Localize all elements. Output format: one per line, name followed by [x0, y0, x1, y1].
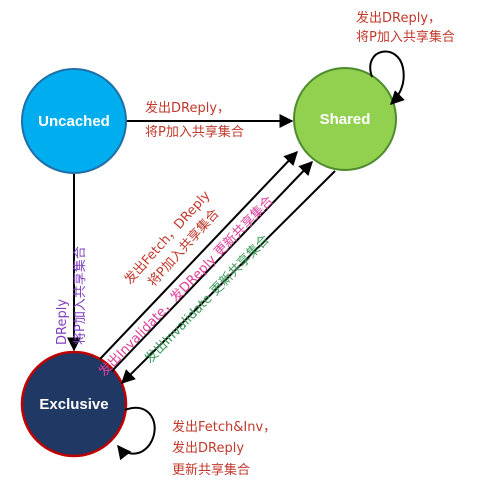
- state-uncached-circle: [21, 68, 127, 174]
- state-shared-label: Shared: [320, 111, 371, 128]
- edge-shared-to-exclusive-lower: [121, 170, 336, 384]
- edge-exclusive-to-shared-upper: [99, 150, 298, 360]
- edge-shared-self-loop: [369, 50, 405, 105]
- edge-uncached-to-shared-label-1: 发出DReply，: [145, 100, 230, 116]
- edge-exclusive-self-label-3: 更新共享集合: [172, 462, 250, 478]
- edge-uncached-to-exclusive-label-2: 将P加入共享集合: [72, 246, 88, 345]
- state-exclusive-label: Exclusive: [39, 396, 108, 413]
- state-uncached-label: Uncached: [38, 113, 110, 130]
- edge-exclusive-self-label-1: 发出Fetch&Inv，: [172, 419, 276, 435]
- edge-exclusive-to-shared-middle: [111, 160, 313, 372]
- state-exclusive-circle: [20, 350, 128, 458]
- edge-shared-self-label-2: 将P加入共享集合: [356, 29, 455, 45]
- state-shared: Shared: [293, 67, 397, 171]
- edge-shared-self-label-1: 发出DReply，: [356, 10, 441, 26]
- state-shared-circle: [293, 67, 397, 171]
- edge-uncached-to-shared-label-2: 将P加入共享集合: [145, 124, 244, 140]
- edge-exclusive-self-label-2: 发出DReply: [172, 440, 244, 456]
- state-exclusive: Exclusive: [20, 350, 128, 458]
- edge-exclusive-self-loop: [117, 406, 156, 461]
- state-uncached: Uncached: [21, 68, 127, 174]
- edge-uncached-to-exclusive-labels: DReply 将P加入共享集合: [55, 246, 88, 345]
- edge-uncached-to-exclusive-label-1: DReply: [55, 299, 70, 345]
